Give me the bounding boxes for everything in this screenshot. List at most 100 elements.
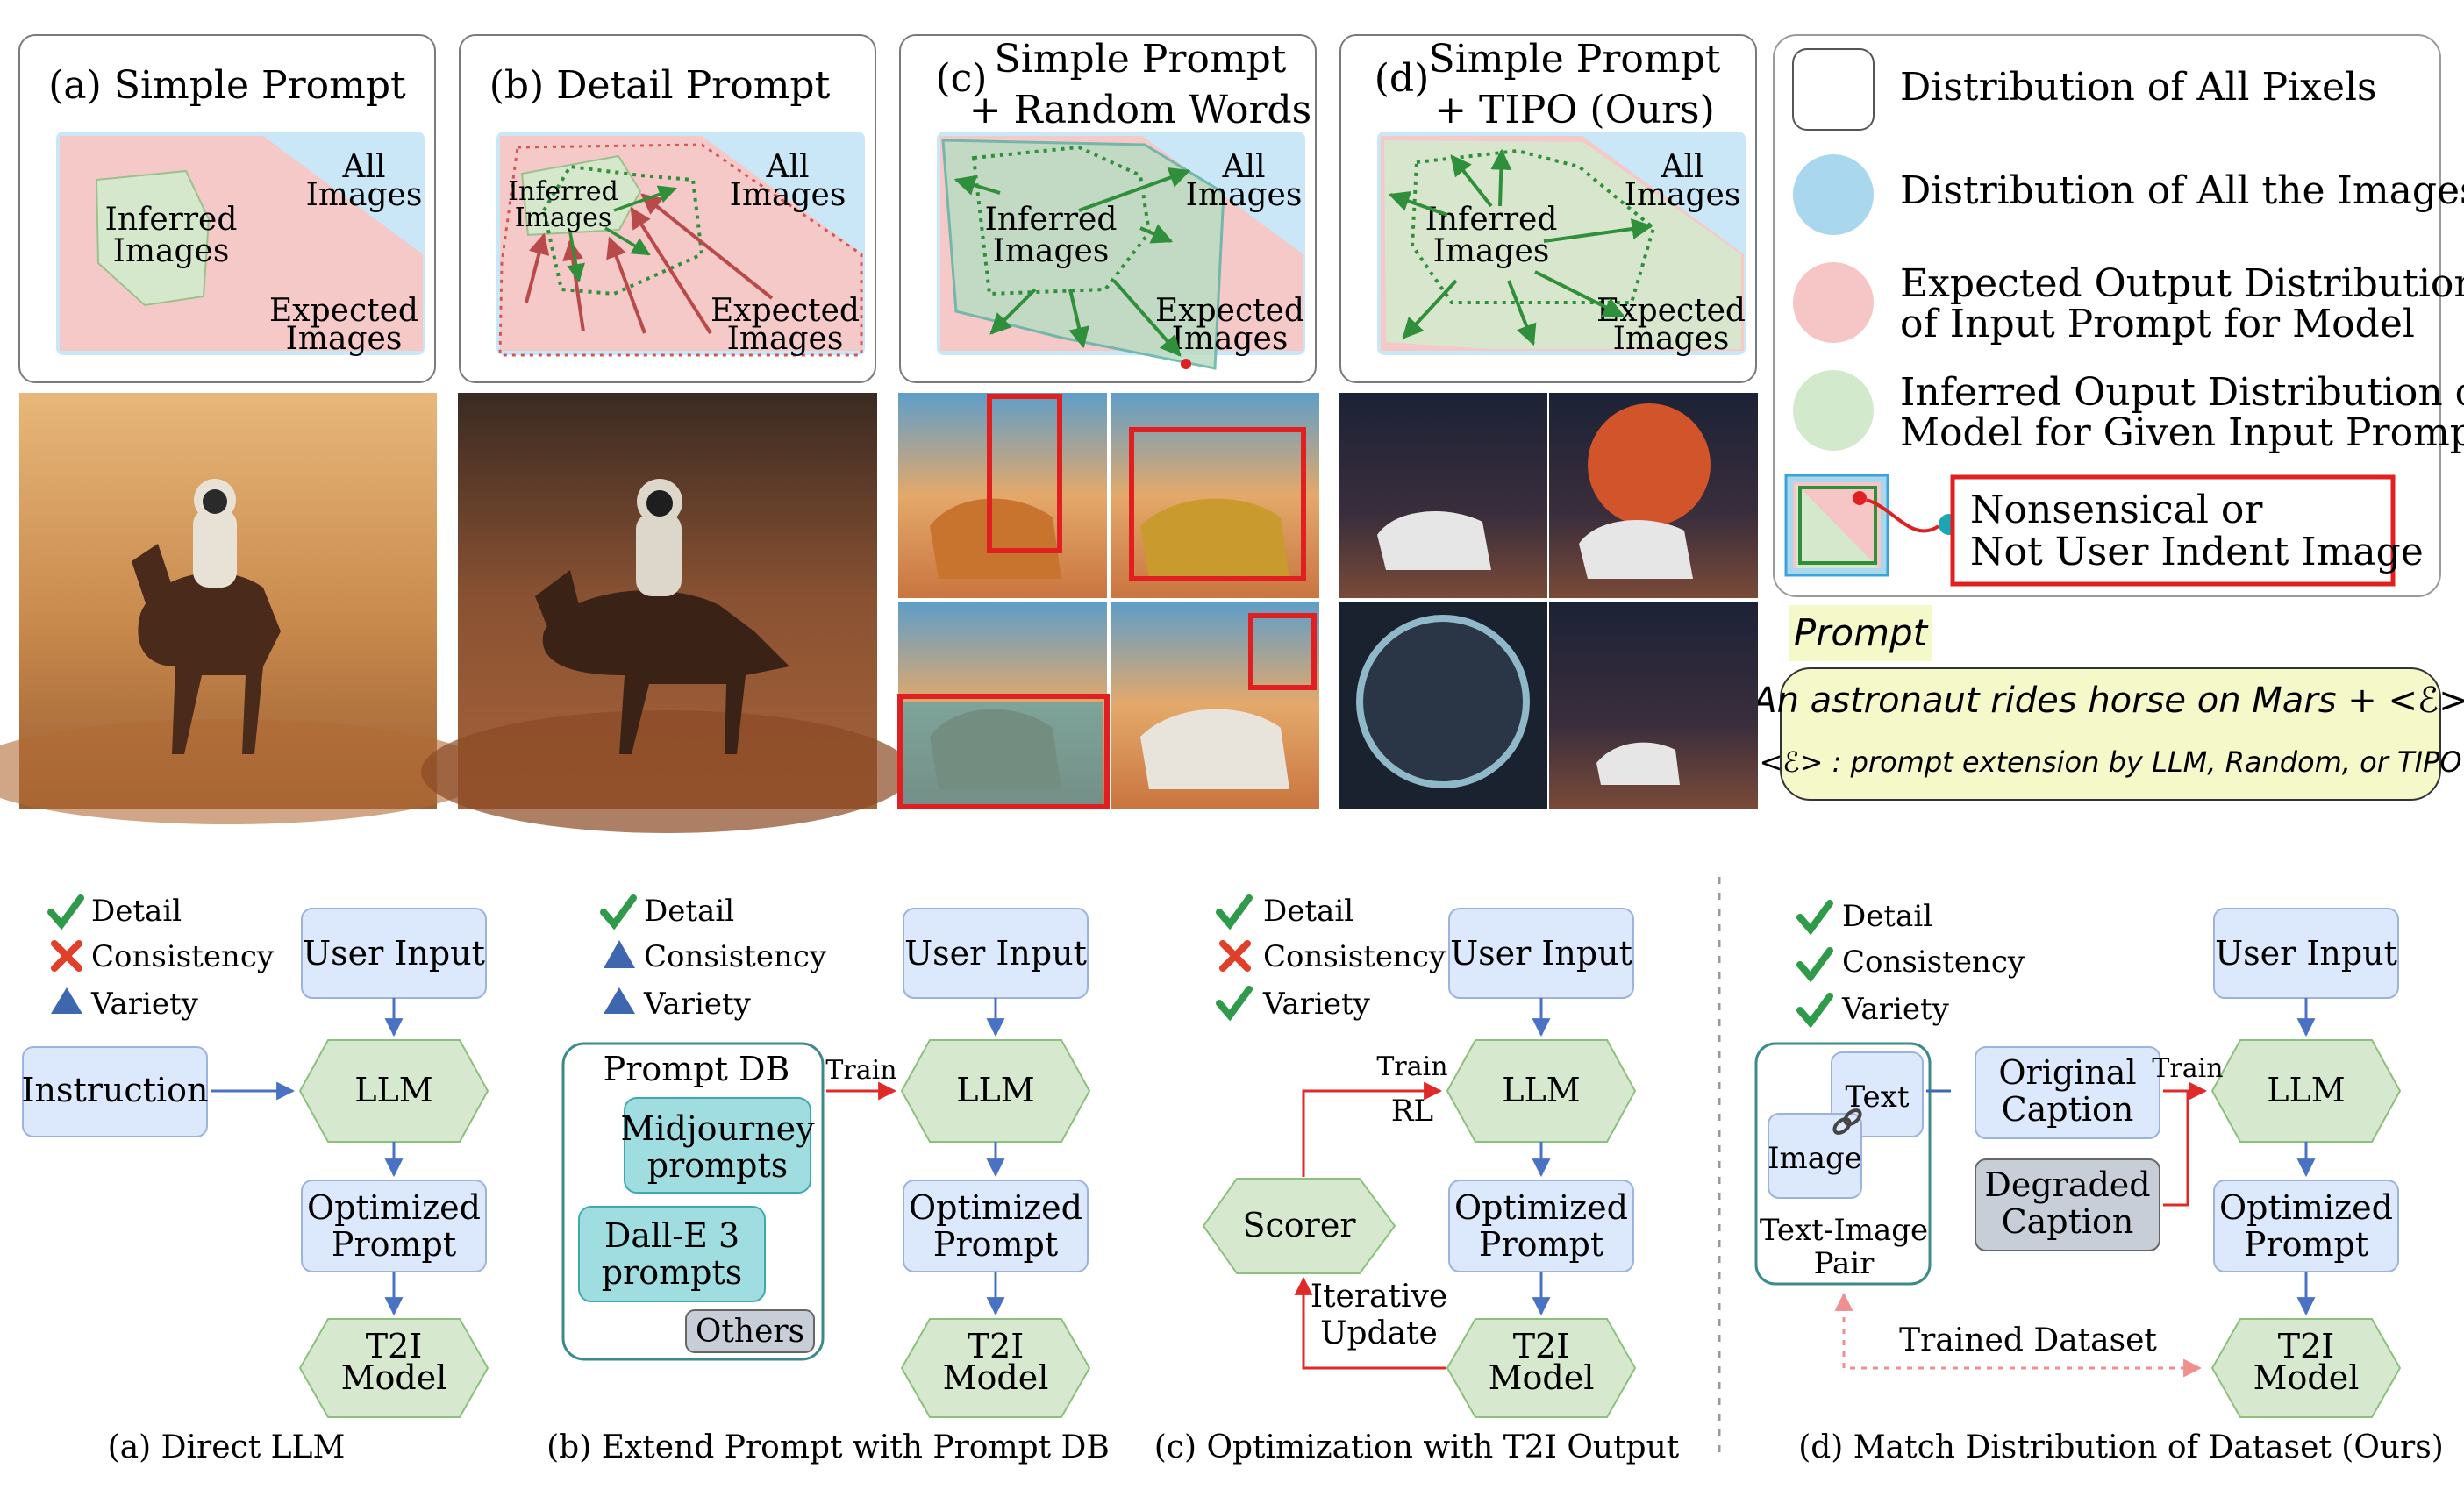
prompt-note: <ℰ> : prompt extension by LLM, Random, o… <box>1759 745 2461 779</box>
panel-c-inferred-2: Images <box>993 233 1110 269</box>
method-c-t2i-2: Model <box>1489 1358 1595 1397</box>
method-a-instruction-label: Instruction <box>22 1071 209 1109</box>
panel-a-title: (a) Simple Prompt <box>48 63 406 108</box>
method-c-train-arrow <box>1302 1081 1443 1177</box>
panel-c-all-2: Images <box>1186 177 1303 213</box>
method-b-check-1: Detail <box>644 894 734 929</box>
prompt-main: An astronaut rides horse on Mars + <ℰ> <box>1750 681 2464 721</box>
panel-b-title: (b) Detail Prompt <box>489 63 831 108</box>
method-a-caption: (a) Direct LLM <box>108 1429 346 1465</box>
panel-d-all-1: All <box>1660 149 1703 185</box>
method-c-llm-label: LLM <box>1502 1071 1580 1109</box>
method-d-optimized-2: Prompt <box>2244 1225 2368 1264</box>
legend-swatch-pixels <box>1792 48 1875 131</box>
panel-b-green-arrows <box>567 185 677 283</box>
method-c-check-3: Variety <box>1262 987 1371 1022</box>
method-b-train: Train <box>825 1055 896 1086</box>
method-d-trained-dataset: Trained Dataset <box>1899 1322 2157 1358</box>
method-a-t2i-1: T2I <box>366 1327 423 1365</box>
method-a-check-3: Variety <box>90 987 199 1022</box>
method-a-llm-label: LLM <box>354 1071 432 1109</box>
panel-a-expected-2: Images <box>286 321 403 357</box>
method-d-original-2: Caption <box>2002 1090 2134 1129</box>
method-d-degraded-caption <box>1975 1158 2160 1251</box>
legend-text-expected-2: of Input Prompt for Model <box>1900 302 2415 346</box>
method-c-iterative-2: Update <box>1320 1315 1438 1351</box>
method-c-scorer <box>1202 1178 1396 1274</box>
cross-icon <box>51 940 82 972</box>
check-icon <box>47 894 84 930</box>
images-detail-prompt <box>421 393 912 833</box>
panel-d-title-1: Simple Prompt <box>1429 37 1721 82</box>
panel-d-expected-2: Images <box>1613 321 1730 357</box>
panel-c-title-1: Simple Prompt <box>995 37 1287 82</box>
method-c-rl: RL <box>1391 1094 1433 1129</box>
legend-text-nonsense-2: Not User Indent Image <box>1970 530 2424 574</box>
method-b-t2i-2: Model <box>943 1358 1049 1397</box>
link-icon <box>1832 1108 1862 1135</box>
legend-swatch-expected <box>1793 262 1874 343</box>
panel-c-inferred-1: Inferred <box>985 202 1118 238</box>
method-c-optimized-2: Prompt <box>1479 1225 1603 1264</box>
method-d-trained-dataset-arrow <box>1834 1292 2203 1378</box>
method-d-original-1: Original <box>1998 1053 2136 1092</box>
method-a-user-input-label: User Input <box>303 934 485 973</box>
method-c-checks: Detail Consistency Variety <box>1216 894 1446 1022</box>
method-b-db-mid-1: Midjourney <box>620 1109 815 1148</box>
method-b-t2i <box>900 1318 1091 1418</box>
panel-b-red-arrows <box>525 193 774 335</box>
panel-d: (d) Simple Prompt + TIPO (Ours) All Imag… <box>1339 34 1757 383</box>
method-b-checks: Detail Consistency Variety <box>600 894 827 1022</box>
method-d-image-card <box>1768 1113 1862 1199</box>
method-b-db-mid-2: prompts <box>647 1146 789 1185</box>
method-b-db-dalle-1: Dall-E 3 <box>604 1216 739 1255</box>
legend-text-pixels: Distribution of All Pixels <box>1900 65 2377 110</box>
method-c-user-input-label: User Input <box>1450 934 1632 973</box>
method-d-optimized-1: Optimized <box>2219 1188 2393 1227</box>
nonsense-box-2 <box>1129 427 1306 581</box>
legend-text-expected-1: Expected Output Distribution <box>1900 261 2464 306</box>
prompt-title: Prompt <box>1794 611 1929 654</box>
panel-d-inferred-2: Images <box>1433 233 1550 269</box>
method-a-llm <box>298 1039 489 1143</box>
nonsense-box-4 <box>1248 613 1317 690</box>
panel-c: (c) Simple Prompt + Random Words All Ima… <box>899 34 1317 383</box>
method-d-caption: (d) Match Distribution of Dataset (Ours) <box>1798 1429 2444 1465</box>
nonsense-box-1 <box>987 394 1062 553</box>
method-d-image-label: Image <box>1768 1141 1862 1176</box>
legend-text-inferred-2: Model for Given Input Prompt <box>1900 410 2464 455</box>
nonsense-box-3 <box>897 694 1110 809</box>
panel-d-arrows <box>1388 148 1653 346</box>
method-a-arrows <box>211 998 404 1316</box>
method-d-original-caption <box>1975 1046 2160 1139</box>
legend-nonsense-box <box>1950 474 2396 587</box>
method-d-check-2: Consistency <box>1842 944 2025 980</box>
images-random-words <box>897 393 1319 809</box>
panel-c-arrows <box>953 167 1191 357</box>
method-b-user-input-label: User Input <box>904 934 1087 973</box>
check-icon <box>1796 993 1833 1029</box>
method-d-checks: Detail Consistency Variety <box>1796 899 2025 1029</box>
panel-d-all-2: Images <box>1625 177 1741 213</box>
method-d-train: Train <box>2152 1053 2223 1084</box>
panel-b-inferred-2: Images <box>515 203 612 233</box>
method-b-optimized-1: Optimized <box>909 1188 1082 1227</box>
method-a: Detail Consistency Variety User Input In… <box>22 894 489 1465</box>
method-d-pair-2: Pair <box>1814 1246 1875 1281</box>
panel-c-title-2: + Random Words <box>969 88 1311 132</box>
panel-a-expected-1: Expected <box>269 293 418 329</box>
panel-a-all-1: All <box>341 149 385 185</box>
astronaut-horse-illustration-2 <box>535 479 789 754</box>
panel-c-tag: (c) <box>936 56 988 101</box>
method-a-check-2: Consistency <box>91 939 275 974</box>
method-b-llm <box>900 1039 1091 1143</box>
legend-swatch-inferred <box>1793 370 1874 451</box>
triangle-icon <box>604 987 635 1014</box>
legend-text-inferred-1: Inferred Ouput Distribution of <box>1900 370 2464 415</box>
method-c-scorer-label: Scorer <box>1242 1206 1356 1244</box>
check-icon <box>1796 900 1833 936</box>
method-d-check-3: Variety <box>1841 992 1950 1027</box>
check-icon <box>600 894 637 930</box>
method-d-check-1: Detail <box>1842 899 1932 934</box>
method-b-optimized-2: Prompt <box>933 1225 1058 1264</box>
